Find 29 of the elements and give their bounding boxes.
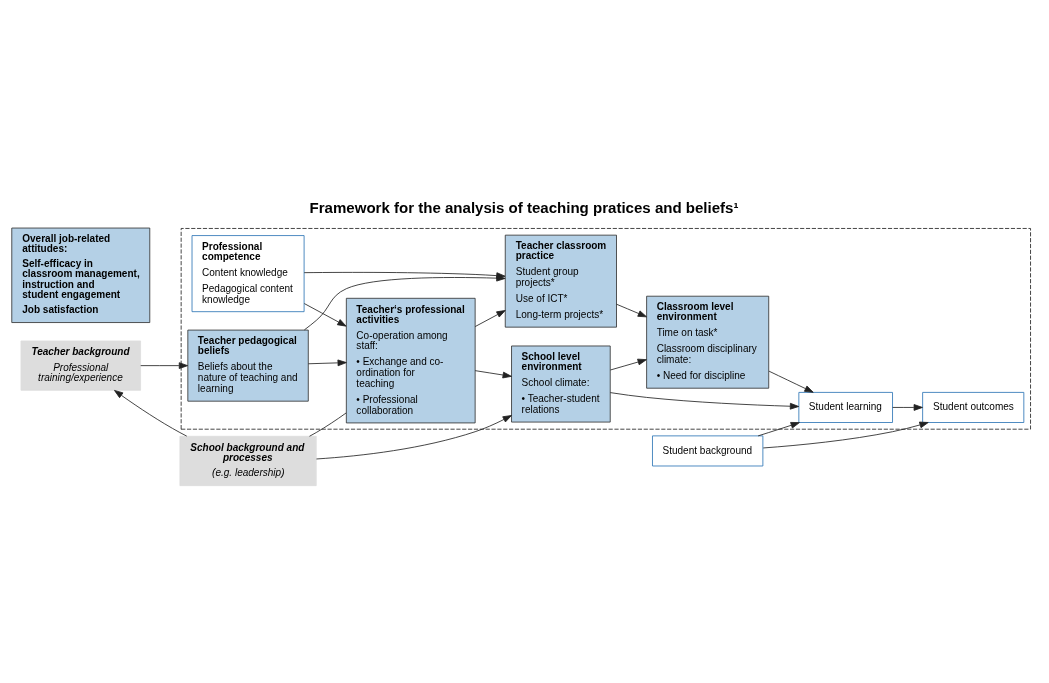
node-box: Teacher background Professional training/experience [20, 340, 141, 391]
node-box: Student learning [798, 391, 893, 423]
node-box: School level environment School climate: • Teacher-student relations [511, 345, 611, 422]
arrow [762, 421, 929, 448]
arrow [616, 303, 647, 317]
arrow [474, 369, 512, 378]
arrow [610, 358, 647, 370]
node-box: School background and processes (e.g. leadership) [179, 435, 317, 486]
node-box: Classroom level environment Time on task* Classroom disciplinary climate: • Need for discipline [646, 295, 770, 389]
node-box: Professional competence Content knowledge Pedagogical content knowledge [191, 234, 305, 312]
arrow [768, 370, 814, 393]
arrow [303, 302, 347, 327]
node-box: Teacher classroom practice Student group projects* Use of ICT* Long-term projects* [504, 234, 617, 328]
node-box: Teacher‘s professional activities Co-operation among staff: • Exchange and co-ordination for teaching • Professional collaboration [345, 297, 476, 423]
arrow [609, 391, 800, 410]
arrow [307, 359, 347, 366]
arrow [474, 309, 506, 327]
arrow [140, 361, 189, 369]
node-box: Teacher pedagogical beliefs Beliefs about the nature of teaching and learning [187, 329, 309, 402]
diagram-title: Framework for the analysis of teaching pratices and beliefs¹ [309, 198, 739, 216]
arrow [316, 414, 512, 459]
arrow [892, 403, 923, 411]
arrow [114, 389, 188, 437]
arrow [757, 421, 800, 436]
node-box: Student outcomes [922, 391, 1025, 423]
node-box: Overall job-related attitudes: Self-efficacy in classroom management, instruction and student engagement Job satisfaction [11, 227, 151, 323]
arrow [303, 274, 506, 330]
node-box: Student background [652, 434, 764, 466]
connector [309, 412, 347, 437]
